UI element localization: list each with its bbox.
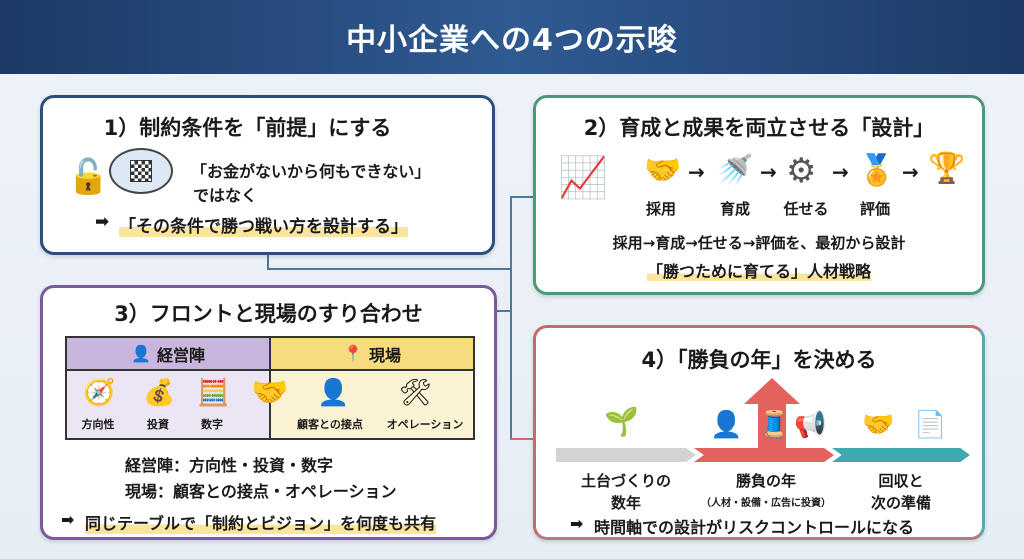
right-head: 現場	[368, 345, 401, 365]
up-arrow-icon	[744, 378, 800, 404]
card-alignment: 3）フロントと現場のすり合わせ 👤 経営陣 🧭 💰 🧮 方向性 投資 数字 📍 現場…	[40, 285, 497, 540]
handshake-icon: 🤝	[644, 153, 682, 188]
arrow-icon: →	[832, 160, 849, 184]
trophy-icon: 🏆	[928, 151, 966, 186]
summary-text: 経営陣：方向性・投資・数字	[125, 456, 334, 475]
tools-icon: 🛠	[399, 378, 433, 408]
megaphone-icon: 📢	[794, 410, 827, 440]
growth-chart-person-icon: 📈	[558, 155, 608, 201]
medal-icon: 🏅	[858, 153, 896, 188]
phase-label: （人材・設備・広告に投資）	[701, 498, 831, 509]
step-label: 採用	[645, 200, 676, 218]
arrow-icon: ➡	[95, 212, 110, 232]
money-bag-icon: 💰	[143, 378, 176, 408]
arrow-icon: ➡	[570, 514, 584, 533]
card-title: 1）制約条件を「前提」にする	[103, 116, 392, 140]
connector	[267, 255, 269, 269]
phase-label: 回収と	[878, 472, 924, 490]
phase-label: 数年	[610, 494, 641, 512]
conclusion-text: 時間軸での設計がリスクコントロールになる	[594, 518, 915, 537]
strategy-text: 「勝つために育てる」人材戦略	[646, 262, 871, 281]
not-text: ではなく	[193, 186, 258, 205]
businessman-icon: 👤	[710, 410, 743, 440]
unlocked-padlock-icon: 🔓	[67, 157, 110, 197]
document-icon: 📄	[914, 410, 947, 440]
header: 中小企業への4つの示唆	[0, 0, 1024, 74]
up-arrow-shaft	[758, 403, 786, 449]
timeline-phase-1	[556, 448, 696, 462]
connector	[267, 268, 512, 270]
card-title: 2）育成と成果を両立させる「設計」	[583, 116, 935, 140]
process-text: 採用→育成→任せる→評価を、最初から設計	[612, 234, 906, 252]
card-title: 4）「勝負の年」を決める	[641, 348, 877, 372]
thought-bubble-icon	[109, 148, 173, 194]
step-label: 育成	[719, 200, 750, 218]
gear-icon: ⚙	[786, 151, 817, 191]
page-title: 中小企業への4つの示唆	[346, 23, 678, 58]
checkerboard-icon	[130, 160, 152, 182]
customer-heart-icon: 👤	[317, 378, 350, 408]
item-label: 数字	[201, 418, 223, 431]
handshake-icon: 🤝	[251, 375, 289, 410]
card-title: 3）フロントと現場のすり合わせ	[114, 302, 423, 326]
card-decisive-year: 4）「勝負の年」を決める 🌱 👤 🧵 📢 🤝 📄 土台づくりの 数年 勝負の年 …	[533, 325, 985, 540]
compass-icon: 🧭	[83, 378, 116, 408]
businessman-icon: 👤	[131, 344, 151, 363]
left-head: 経営陣	[156, 345, 205, 365]
arrow-icon: →	[688, 160, 705, 184]
quote-text: 「お金がないから何もできない」	[191, 162, 431, 181]
calculator-icon: 🧮	[197, 378, 230, 408]
item-label: オペレーション	[386, 418, 464, 431]
sprout-icon: 🌱	[604, 405, 639, 438]
card-constraints: 1）制約条件を「前提」にする 🔓 「お金がないから何もできない」 ではなく ➡ …	[40, 95, 495, 255]
summary-text: 現場：顧客との接点・オペレーション	[125, 482, 397, 501]
phase-label: 土台づくりの	[580, 472, 671, 490]
card-training: 2）育成と成果を両立させる「設計」 📈 🤝 → 🚿 → ⚙ → 🏅 → 🏆 採用…	[533, 95, 985, 295]
handshake-icon: 🤝	[862, 410, 895, 440]
connector	[497, 310, 511, 312]
sewing-machine-icon: 🧵	[758, 410, 791, 440]
map-pin-road-icon: 📍	[343, 344, 363, 363]
connector	[510, 438, 534, 440]
item-label: 投資	[147, 418, 169, 431]
connector	[510, 196, 534, 198]
timeline-phase-3	[832, 448, 970, 462]
phase-label: 勝負の年	[735, 472, 796, 490]
item-label: 方向性	[81, 418, 115, 431]
conclusion-text: 同じテーブルで「制約とビジョン」を何度も共有	[85, 510, 437, 534]
item-label: 顧客との接点	[297, 418, 363, 431]
step-label: 評価	[859, 200, 890, 218]
phase-label: 次の準備	[870, 494, 931, 512]
arrow-icon: →	[902, 160, 919, 184]
step-label: 任せる	[783, 200, 829, 218]
connector	[510, 196, 512, 440]
watering-can-icon: 🚿	[716, 153, 754, 188]
conclusion-text: 「その条件で勝つ戦い方を設計する」	[119, 212, 408, 237]
comparison-table: 👤 経営陣 🧭 💰 🧮 方向性 投資 数字 📍 現場 👤 🛠 顧客との接点 オペレー…	[65, 336, 475, 440]
arrow-icon: ➡	[61, 510, 75, 529]
arrow-icon: →	[760, 160, 777, 184]
timeline-phase-2	[694, 448, 834, 462]
